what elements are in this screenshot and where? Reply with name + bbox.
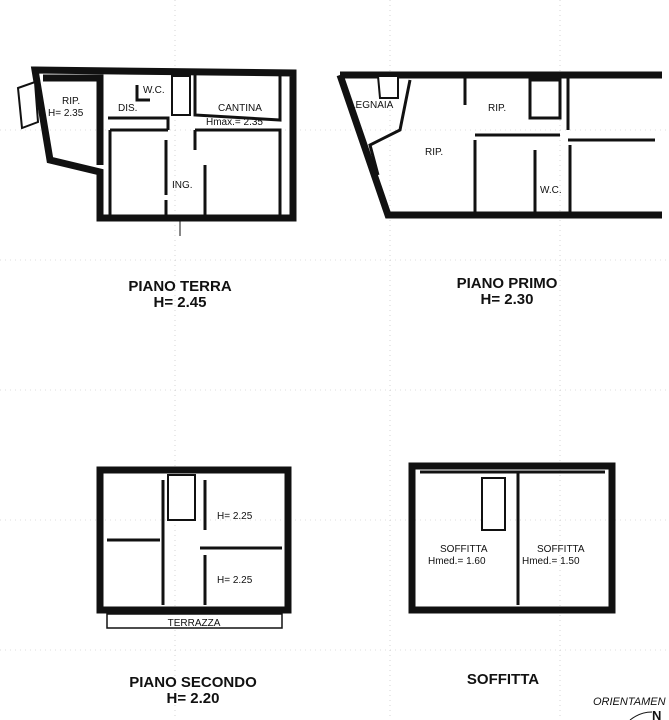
stair-icon	[481, 477, 506, 531]
stair-icon	[376, 75, 399, 99]
compass-arc-icon	[629, 711, 653, 720]
orientation-indicator: ORIENTAMEN N	[593, 696, 666, 720]
room-height: Hmed.= 1.60	[428, 556, 486, 567]
stair-icon	[167, 474, 196, 521]
room-height: H= 2.35	[48, 108, 84, 119]
terrazza	[106, 613, 283, 629]
room-height: H= 2.25	[217, 511, 253, 522]
room-label: SOFFITTA	[537, 544, 585, 555]
plan-title: PIANO TERRA	[128, 278, 232, 295]
room-label: W.C.	[143, 85, 165, 96]
room-label: RIP.	[488, 103, 506, 114]
room-label: SOFFITTA	[440, 544, 488, 555]
north-label: N	[652, 708, 661, 720]
room-label: DIS.	[118, 103, 137, 114]
room-height: Hmed.= 1.50	[522, 556, 580, 567]
room-label: LEGNAIA	[350, 100, 394, 111]
room-label: RIP.	[425, 147, 443, 158]
plan-title: PIANO SECONDO	[129, 674, 257, 691]
plan-soffitta: SOFFITTA Hmed.= 1.60 SOFFITTA Hmed.= 1.5…	[408, 462, 616, 688]
plan-title: PIANO PRIMO	[457, 275, 558, 292]
plan-height: H= 2.30	[481, 291, 534, 308]
plan-title: SOFFITTA	[467, 671, 539, 688]
room-height: H= 2.25	[217, 575, 253, 586]
plan-height: H= 2.45	[154, 294, 207, 311]
room-height: Hmax.= 2.35	[206, 117, 263, 128]
room-label: TERRAZZA	[168, 618, 221, 629]
room-label: W.C.	[540, 185, 562, 196]
plan-piano-secondo: H= 2.25 H= 2.25 TERRAZZA PIANO SECONDO H…	[96, 466, 292, 707]
room-label: RIP.	[62, 96, 80, 107]
orientation-label: ORIENTAMEN	[593, 696, 666, 708]
plan-piano-terra: RIP. H= 2.35 DIS. W.C. CANTINA Hmax.= 2.…	[16, 66, 297, 311]
plan-piano-primo: LEGNAIA RIP. RIP. W.C. PIANO PRIMO H= 2.…	[336, 71, 662, 308]
room-label: ING.	[172, 180, 193, 191]
plan-height: H= 2.20	[167, 690, 220, 707]
stair-icon	[171, 75, 191, 116]
room-label: CANTINA	[218, 103, 262, 114]
external-stair-icon	[16, 80, 40, 130]
